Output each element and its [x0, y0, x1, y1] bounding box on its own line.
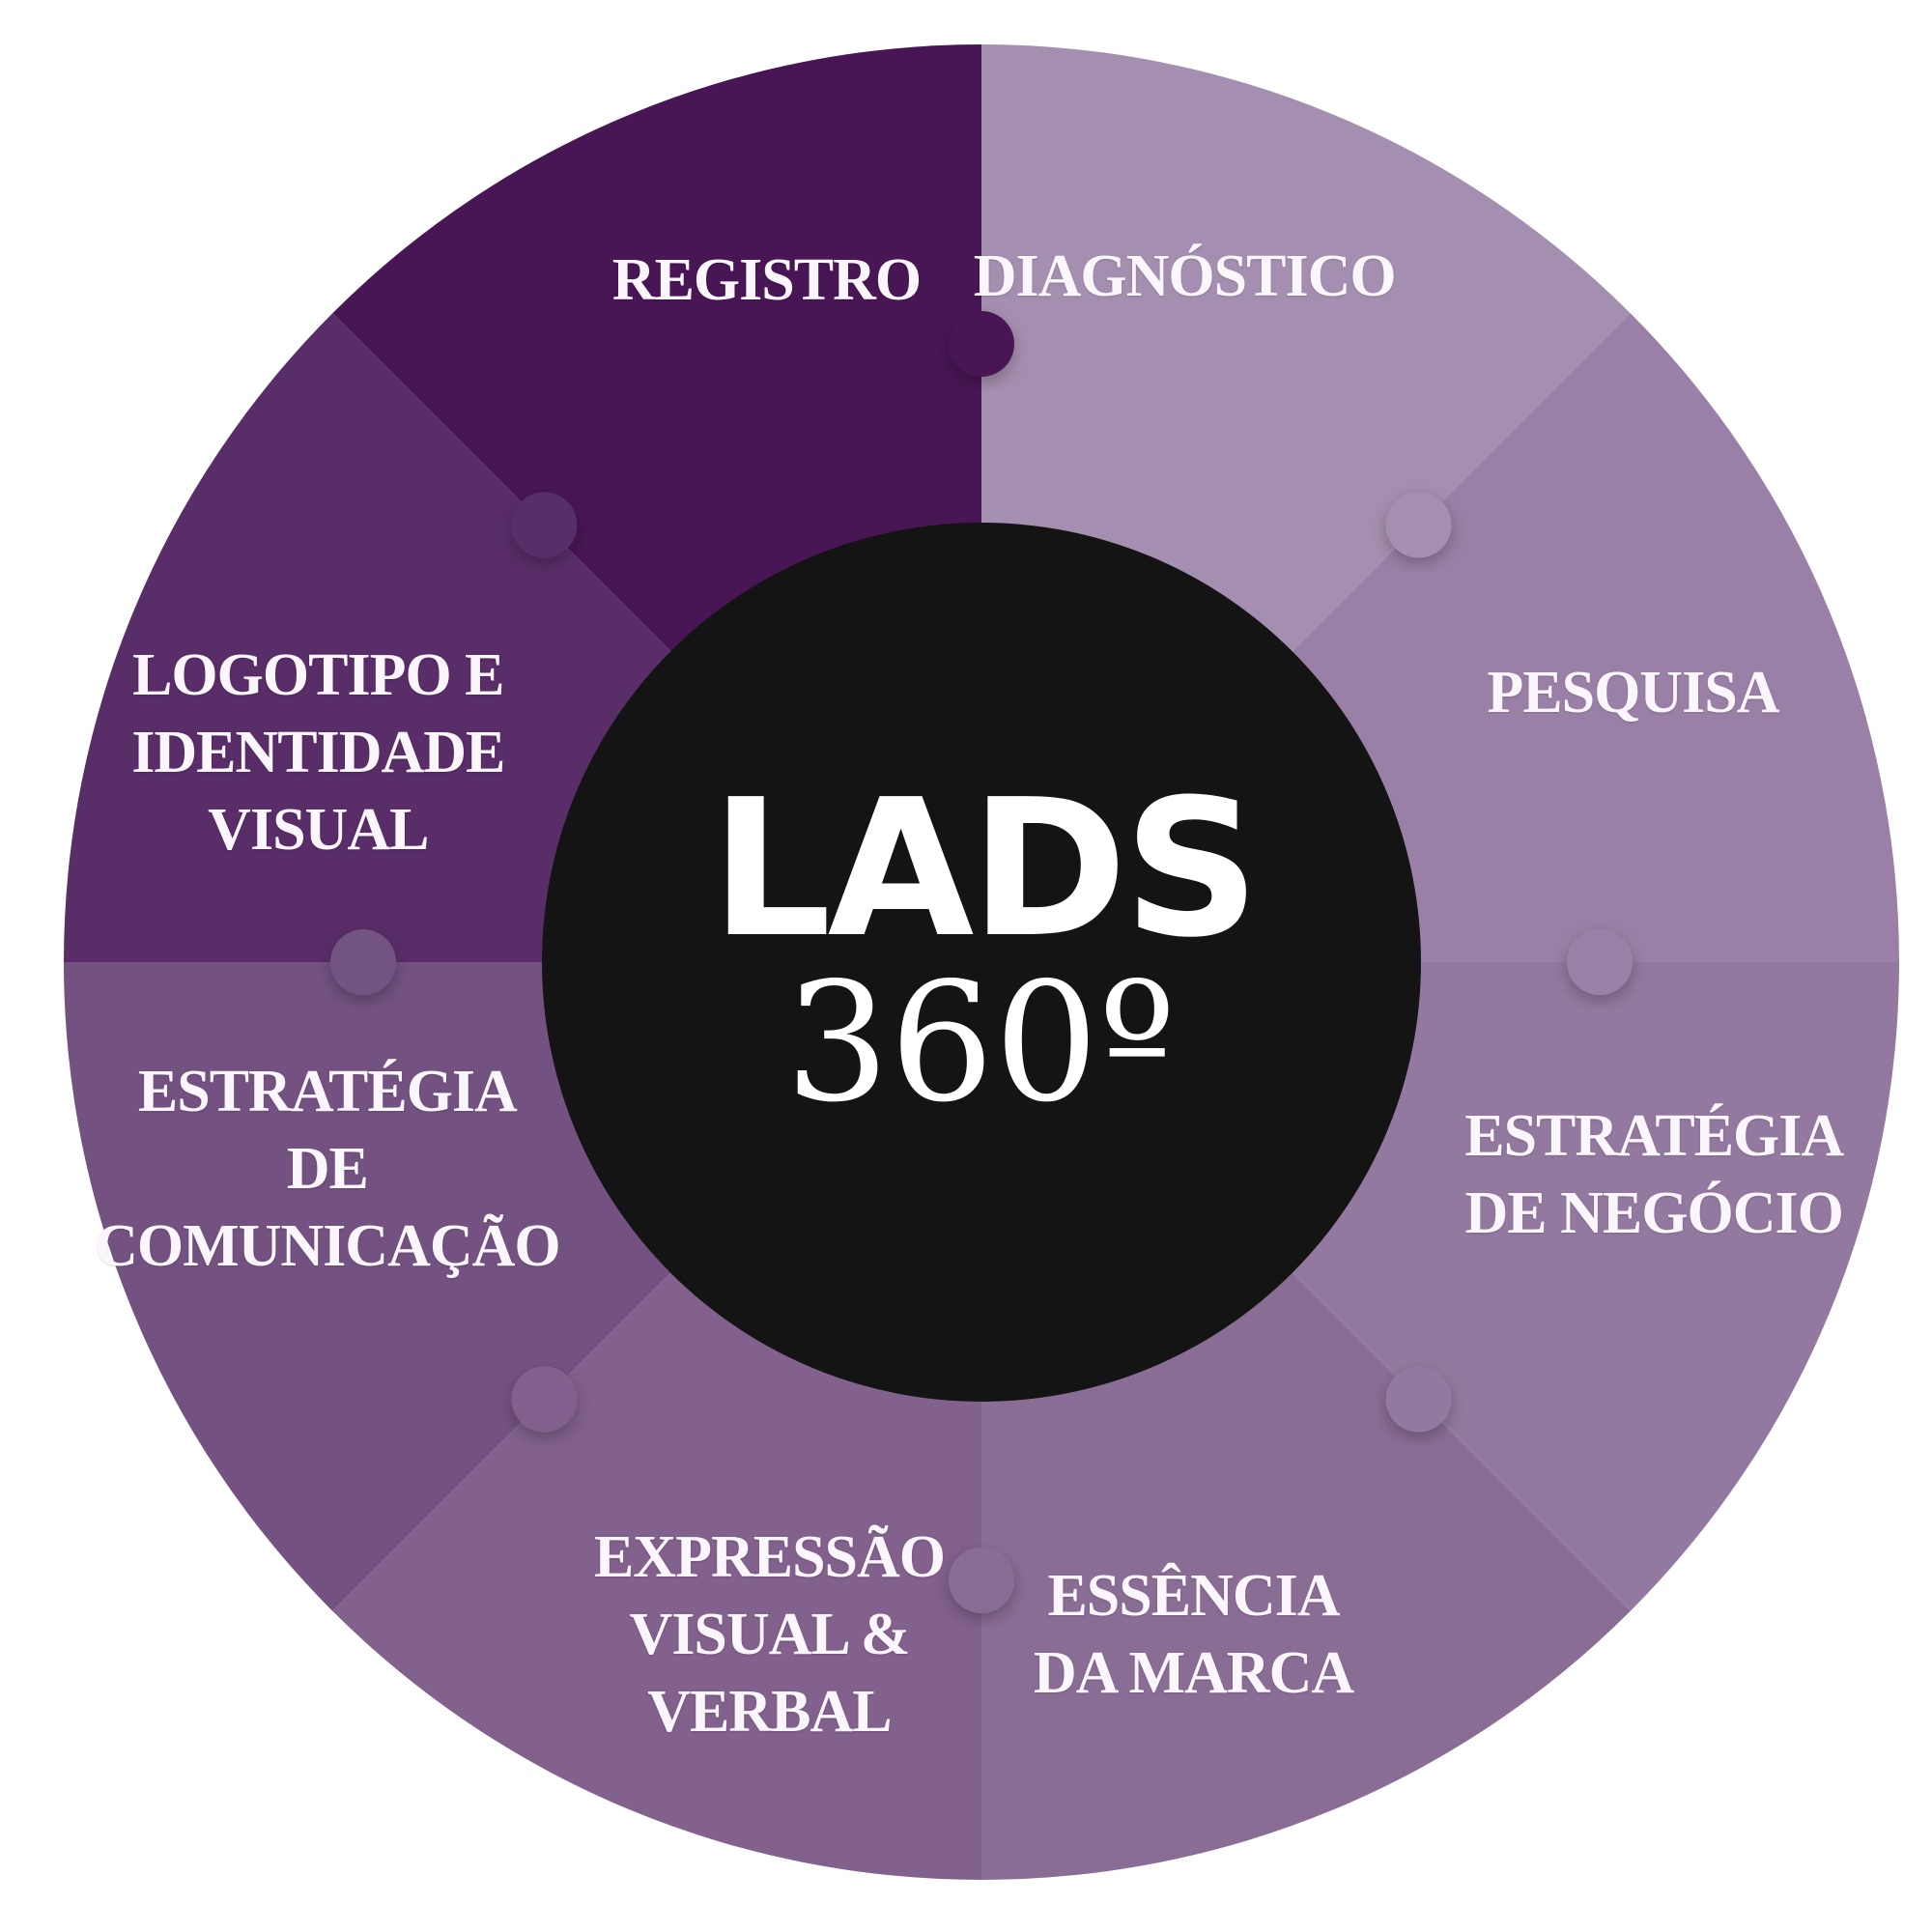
segment-connector-6	[511, 1366, 578, 1433]
segment-label-4: ESTRATÉGIA DE NEGÓCIO	[1464, 1102, 1844, 1246]
segment-connector-4	[1385, 1366, 1452, 1433]
segment-connectors	[330, 311, 1633, 1613]
segment-label-3: PESQUISA	[1487, 659, 1779, 725]
segment-connector-3	[1567, 929, 1633, 995]
segment-label-7: ESTRATÉGIA DE COMUNICAÇÃO	[95, 1058, 561, 1279]
segment-connector-5	[949, 1548, 1014, 1613]
brand-360-text: 360º	[784, 948, 1177, 1139]
segment-connector-7	[330, 929, 396, 995]
segment-label-5: ESSÊNCIA DA MARCA	[1033, 1563, 1354, 1707]
segment-connector-1	[949, 311, 1014, 377]
segment-label-2: DIAGNÓSTICO	[973, 243, 1397, 310]
brand-logo: LADS	[710, 759, 1260, 980]
segment-label-8: LOGOTIPO E IDENTIDADE VISUAL	[131, 642, 505, 864]
segment-connector-2	[1385, 492, 1452, 558]
center-circle	[542, 523, 1421, 1402]
segment-label-1: REGISTRO	[611, 247, 922, 314]
segment-connector-8	[511, 492, 578, 558]
segment-label-6: EXPRESSÃO VISUAL & VERBAL	[593, 1524, 946, 1746]
